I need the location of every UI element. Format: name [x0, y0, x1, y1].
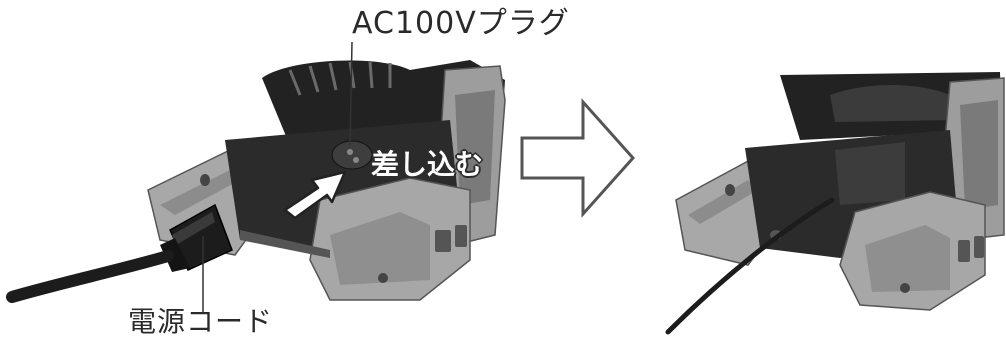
left-device — [147, 60, 506, 301]
step-arrow-icon — [520, 98, 636, 218]
left-power-cord — [6, 250, 174, 303]
right-device — [675, 72, 1005, 311]
right-power-cord — [665, 197, 835, 335]
ac100v-plug-label: AC100Vプラグ — [352, 6, 570, 41]
plug-leader-line — [349, 41, 353, 147]
insert-label: 差し込む — [371, 148, 484, 181]
left-power-plug — [160, 203, 233, 272]
insert-direction-arrow-icon — [283, 170, 347, 220]
power-cord-label: 電源コード — [128, 305, 274, 338]
